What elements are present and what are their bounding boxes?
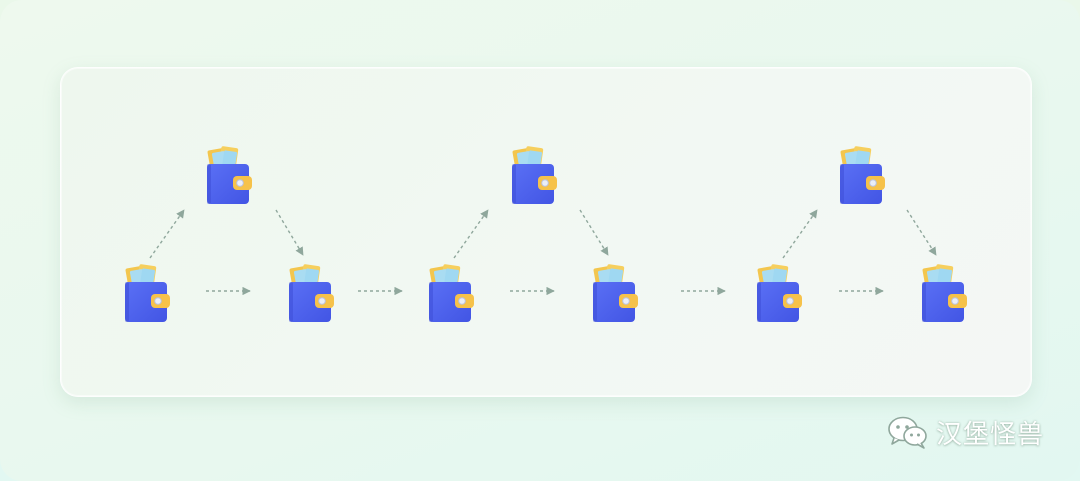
watermark-text: 汉堡怪兽 (936, 419, 1045, 450)
arrow-w2-to-w3 (275, 209, 304, 256)
arrow-w4-to-w5 (453, 209, 489, 259)
arrow-w8-to-w9 (906, 209, 937, 256)
arrow-w7-to-w8 (782, 209, 818, 259)
edges-layer (149, 209, 937, 296)
arrow-w5-to-w6 (579, 209, 609, 256)
wallet-icon (428, 263, 475, 323)
watermark: 汉堡怪兽 (886, 414, 1044, 450)
nodes-layer (124, 145, 968, 323)
wallet-icon (839, 145, 886, 205)
wechat-icon (888, 416, 927, 449)
diagram-panel (60, 67, 1032, 397)
arrow-w1-to-w2 (149, 209, 185, 259)
wallet-icon (511, 145, 558, 205)
wallet-icon (756, 263, 803, 323)
wallet-icon (921, 263, 968, 323)
wallet-icon (288, 263, 335, 323)
wallet-icon (592, 263, 639, 323)
wallet-icon (124, 263, 171, 323)
wallet-icon (206, 145, 253, 205)
